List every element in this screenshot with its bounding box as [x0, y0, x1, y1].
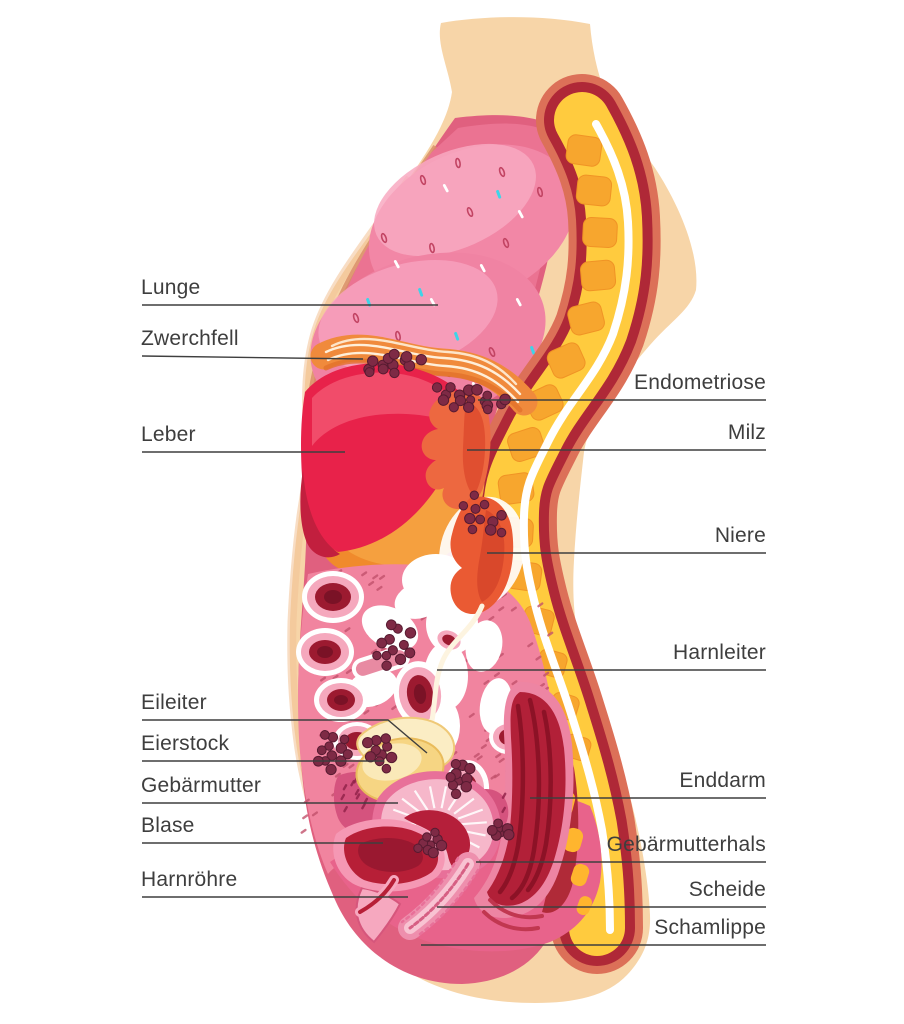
liver-highlight [312, 372, 472, 446]
spleen [421, 389, 491, 510]
label-harnleiter: Harnleiter [672, 641, 766, 664]
label-endometriose: Endometriose [634, 371, 766, 394]
pointer-zwerchfell [141, 355, 364, 360]
lung-upper-highlight [374, 143, 536, 257]
ureter [428, 603, 485, 729]
liver-lower-lobe [300, 470, 340, 558]
spinal-canal-stripe [519, 120, 633, 934]
label-lunge: Lunge [141, 276, 201, 299]
anal-fold [482, 898, 544, 932]
label-niere: Niere [714, 524, 766, 547]
label-harnroehre: Harnröhre [141, 868, 238, 891]
urethra [355, 875, 399, 917]
kidney [428, 496, 525, 729]
pointer-eileiter [142, 719, 428, 754]
pointer-lines [141, 304, 766, 946]
label-schamlippe: Schamlippe [654, 916, 766, 939]
label-milz: Milz [727, 421, 766, 444]
label-leber: Leber [141, 423, 196, 446]
label-enddarm: Enddarm [679, 769, 766, 792]
label-gebaermutterhals: Gebärmutterhals [606, 833, 766, 856]
bladder [333, 819, 445, 892]
diaphragm [310, 334, 538, 416]
label-scheide: Scheide [688, 878, 766, 901]
label-gebaermutter: Gebärmutter [141, 774, 262, 797]
rectum [474, 681, 574, 932]
endometriosis-lesions [312, 348, 515, 859]
label-blase: Blase [141, 814, 195, 837]
vagina [398, 852, 480, 940]
label-eileiter: Eileiter [141, 691, 207, 714]
label-zwerchfell: Zwerchfell [141, 327, 239, 350]
intestine-rings [296, 571, 527, 820]
label-eierstock: Eierstock [141, 732, 230, 755]
